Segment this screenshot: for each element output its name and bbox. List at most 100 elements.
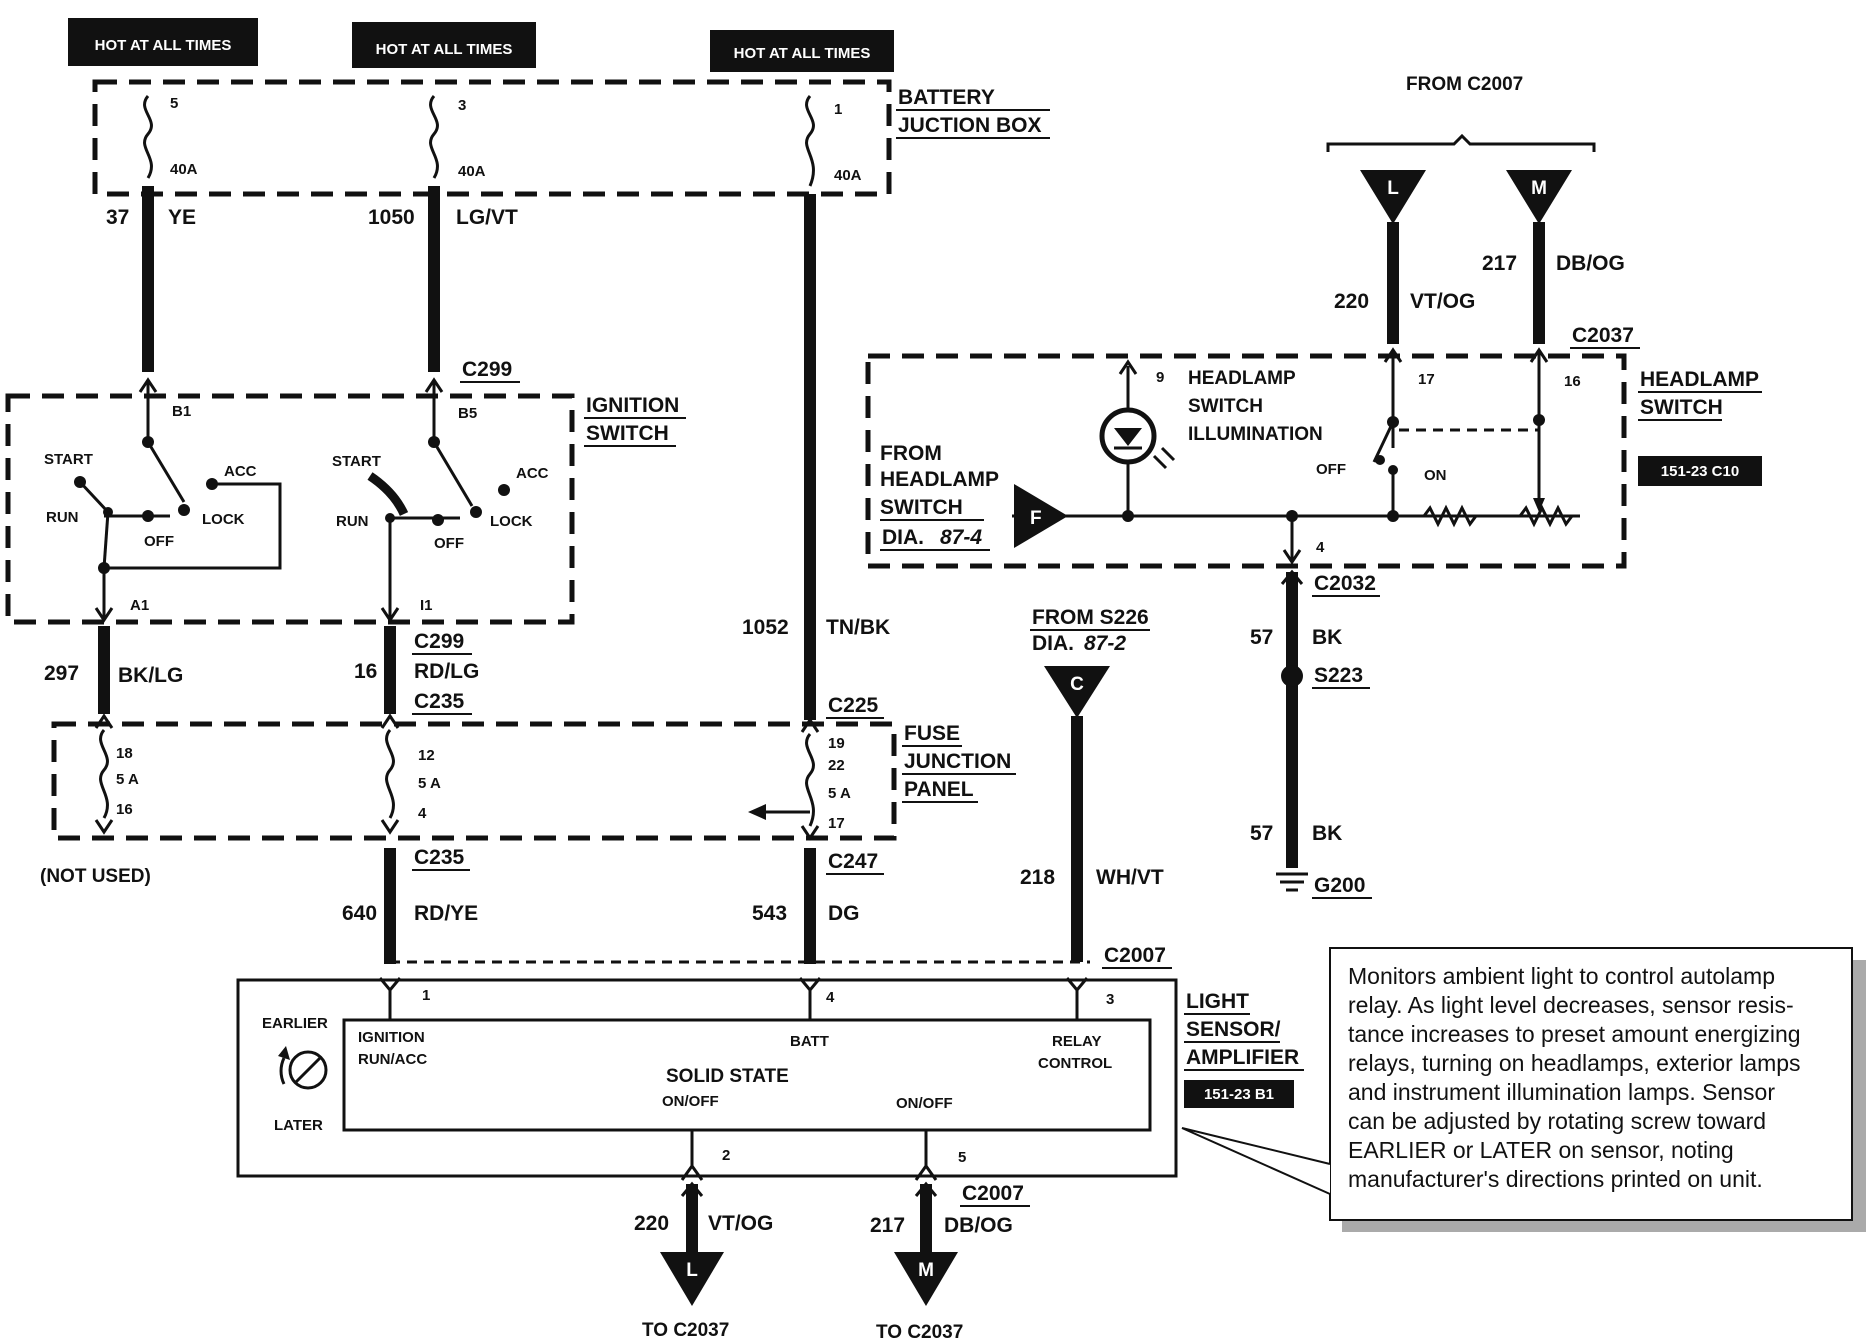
fuse-junction-panel: [51, 721, 897, 841]
s223-label: S223: [1314, 664, 1363, 687]
wire-37-num: 37: [106, 206, 129, 229]
wire-220-bottom-color: VT/OG: [708, 1212, 773, 1235]
svg-text:START: START: [332, 453, 381, 470]
from-headlamp-label-2: HEADLAMP: [880, 468, 999, 491]
svg-text:ACC: ACC: [516, 465, 549, 482]
wire-217-bottom-color: DB/OG: [944, 1214, 1013, 1237]
svg-text:16: 16: [1564, 373, 1581, 390]
svg-text:1: 1: [834, 101, 842, 118]
c235-bottom-label: C235: [414, 846, 465, 869]
onoff-label-2: ON/OFF: [896, 1095, 953, 1112]
svg-text:18: 18: [116, 745, 133, 762]
not-used-label: (NOT USED): [40, 866, 151, 887]
svg-text:M: M: [918, 1260, 934, 1281]
hot-label-3: HOT AT ALL TIMES: [710, 30, 894, 72]
battery-fuse-1: 5 40A: [143, 95, 198, 179]
headlamp-switch-title-2: SWITCH: [1640, 396, 1723, 419]
svg-text:1: 1: [422, 987, 430, 1004]
wire-297-num: 297: [44, 662, 79, 685]
hot-label-1: HOT AT ALL TIMES: [68, 18, 258, 66]
light-sensor-outer-box: [236, 978, 1178, 1178]
svg-text:relays, turning on headlamps,: relays, turning on headlamps, exterior l…: [1348, 1050, 1801, 1076]
wire-57b-color: BK: [1312, 822, 1342, 845]
from-headlamp-dia: DIA.: [882, 526, 924, 549]
ground-icon: [1276, 872, 1308, 892]
later-label: LATER: [274, 1117, 323, 1134]
description-callout: Monitors ambient light to control autola…: [1181, 947, 1866, 1232]
from-headlamp-label-1: FROM: [880, 442, 942, 465]
svg-text:manufacturer's directions prin: manufacturer's directions printed on uni…: [1348, 1166, 1763, 1192]
adjust-screw-icon: [278, 1046, 328, 1090]
wire-220-bottom-num: 220: [634, 1212, 669, 1235]
light-sensor-ref-text: 151-23 B1: [1204, 1086, 1274, 1103]
wire-1052-num: 1052: [742, 616, 789, 639]
light-sensor-ref-badge: [1184, 1080, 1294, 1108]
ignition-pin-label: IGNITION: [358, 1029, 425, 1046]
svg-text:17: 17: [828, 815, 845, 832]
headlamp-switch-internals: 9 17 16 OFF ON 4: [1012, 347, 1581, 565]
c299-top-label: C299: [462, 358, 512, 381]
illumination-label-2: SWITCH: [1188, 396, 1263, 417]
to-c2037-l-terminal: L: [660, 1252, 724, 1306]
svg-text:LOCK: LOCK: [490, 513, 533, 530]
battery-junction-box: [92, 79, 892, 197]
battery-box-title-1: BATTERY: [898, 86, 995, 109]
svg-text:5 A: 5 A: [828, 785, 851, 802]
svg-text:LOCK: LOCK: [202, 511, 245, 528]
from-s226-ref: 87-2: [1084, 632, 1126, 655]
svg-text:F: F: [1030, 508, 1042, 529]
wire-217-bottom-num: 217: [870, 1214, 905, 1237]
g200-label: G200: [1314, 874, 1365, 897]
svg-text:ACC: ACC: [224, 463, 257, 480]
from-s226-label: FROM S226: [1032, 606, 1149, 629]
svg-text:22: 22: [828, 757, 845, 774]
wire-1050-num: 1050: [368, 206, 415, 229]
from-c2007-label: FROM C2007: [1406, 74, 1523, 95]
wire-37-color: YE: [168, 206, 196, 229]
headlamp-switch-box: [865, 353, 1627, 569]
battery-fuse-3: 1 40A: [805, 95, 862, 187]
from-s226-terminal: C: [1044, 666, 1110, 718]
c2007-bottom-label: C2007: [962, 1182, 1024, 1205]
fuse-12: 12 5 A 4: [380, 713, 441, 835]
wire-57a-num: 57: [1250, 626, 1273, 649]
battery-fuse-2: 3 40A: [429, 95, 486, 180]
to-c2037-m-label: TO C2037: [876, 1322, 963, 1343]
wire-640-color: RD/YE: [414, 902, 478, 925]
headlamp-ref-badge: [1638, 456, 1762, 486]
svg-text:and instrument illumination la: and instrument illumination lamps. Senso…: [1348, 1079, 1775, 1105]
svg-text:B1: B1: [172, 403, 191, 420]
c2037-label: C2037: [1572, 324, 1634, 347]
svg-text:4: 4: [826, 989, 835, 1006]
wire-16-color: RD/LG: [414, 660, 479, 683]
svg-text:40A: 40A: [170, 161, 198, 178]
c235-top-label: C235: [414, 690, 465, 713]
ignition-switch-title-2: SWITCH: [586, 422, 669, 445]
s223-splice: [1281, 665, 1303, 687]
svg-text:HOT AT ALL TIMES: HOT AT ALL TIMES: [95, 37, 232, 54]
headlamp-ref-text: 151-23 C10: [1661, 463, 1739, 480]
svg-text:relay. As light level decreas: relay. As light level decreases, sensor …: [1348, 992, 1794, 1018]
wire-1052-color: TN/BK: [826, 616, 890, 639]
svg-text:19: 19: [828, 735, 845, 752]
svg-text:L: L: [686, 1260, 698, 1281]
to-c2037-m-terminal: M: [894, 1252, 958, 1306]
svg-text:5: 5: [170, 95, 178, 112]
from-c2007-m-terminal: M: [1506, 170, 1572, 224]
fuse-19: 19 22 5 A 17: [748, 717, 851, 841]
solid-state-label: SOLID STATE: [666, 1066, 789, 1087]
from-headlamp-terminal: F: [1014, 484, 1068, 548]
svg-text:ON: ON: [1424, 467, 1447, 484]
svg-text:M: M: [1531, 178, 1547, 199]
c2032-label: C2032: [1314, 572, 1376, 595]
headlamp-switch-title-1: HEADLAMP: [1640, 368, 1759, 391]
light-sensor-title-1: LIGHT: [1186, 990, 1249, 1013]
svg-text:Monitors ambient light to cont: Monitors ambient light to control autola…: [1348, 963, 1775, 989]
fuse-panel-title-3: PANEL: [904, 778, 974, 801]
svg-text:START: START: [44, 451, 93, 468]
svg-text:4: 4: [1316, 539, 1325, 556]
illumination-label-3: ILLUMINATION: [1188, 424, 1323, 445]
svg-text:HOT AT ALL TIMES: HOT AT ALL TIMES: [734, 45, 871, 62]
svg-text:OFF: OFF: [144, 533, 174, 550]
